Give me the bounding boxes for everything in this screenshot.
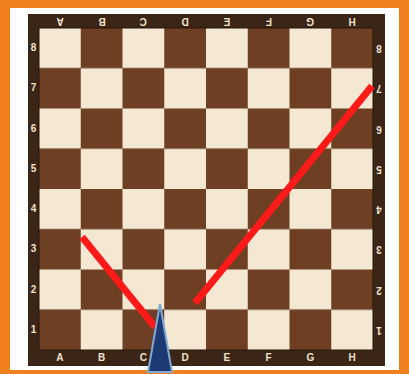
file-letter: B [92,352,112,364]
rank-number: 3 [369,243,389,255]
board-frame [28,14,385,366]
rank-number: 7 [24,82,44,94]
rank-number: 6 [369,123,389,135]
file-letter: E [217,352,237,364]
file-letter: F [259,352,279,364]
file-letter: G [300,15,320,27]
rank-number: 1 [24,324,44,336]
white-panel [10,8,399,370]
rank-number: 4 [24,203,44,215]
board-squares [39,28,373,350]
rank-number: 5 [369,163,389,175]
file-letter: F [259,15,279,27]
file-letter: E [217,15,237,27]
file-letter: H [342,15,362,27]
file-letter: A [50,15,70,27]
file-letter: C [133,352,153,364]
bishop-marker [148,304,172,372]
file-letter: B [92,15,112,27]
diagonal-line [195,86,372,303]
rank-number: 4 [369,203,389,215]
file-letter: D [175,15,195,27]
board-edge [39,28,373,350]
rank-number: 7 [369,82,389,94]
rank-number: 3 [24,243,44,255]
file-letter: H [342,352,362,364]
rank-number: 6 [24,123,44,135]
diagonal-line [82,237,155,327]
file-letter: D [175,352,195,364]
file-letter: C [133,15,153,27]
file-letter: G [300,352,320,364]
rank-number: 8 [369,42,389,54]
rank-number: 2 [24,284,44,296]
rank-number: 5 [24,163,44,175]
rank-number: 2 [369,284,389,296]
rank-number: 1 [369,324,389,336]
rank-number: 8 [24,42,44,54]
file-letter: A [50,352,70,364]
